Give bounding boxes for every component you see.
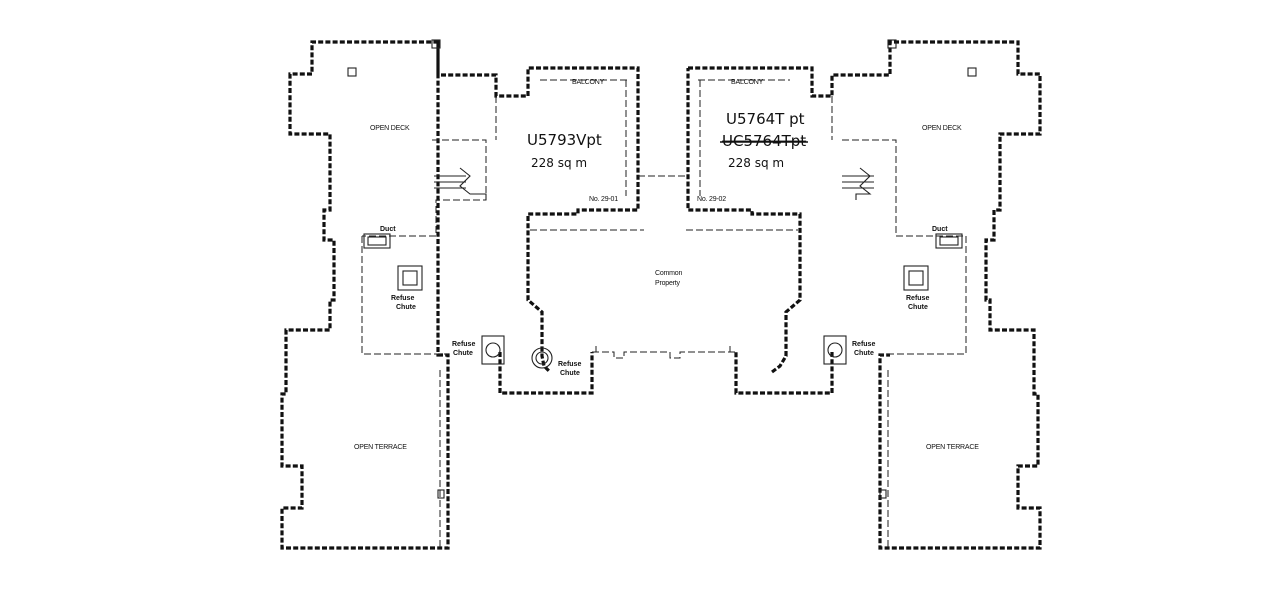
refuse-chute-label-2b: Chute — [908, 304, 928, 311]
refuse-chute-label-3b: Chute — [453, 350, 473, 357]
refuse-chute-label-4b: Chute — [560, 370, 580, 377]
right-unit-number: No. 29-02 — [697, 196, 726, 203]
refuse-chute-label-1b: Chute — [396, 304, 416, 311]
left-refuse-chute-box — [397, 265, 423, 291]
left-duct-box — [363, 233, 391, 249]
right-balcony-label: BALCONY — [731, 79, 764, 86]
right-chute-box-2 — [823, 335, 847, 365]
left-unit-outer-wall — [280, 40, 640, 550]
refuse-chute-label-4a: Refuse — [558, 361, 581, 368]
common-property-label-a: Common — [655, 270, 683, 277]
right-unit-outer-wall — [686, 40, 1042, 550]
refuse-chute-label-2a: Refuse — [906, 295, 929, 302]
left-balcony-label: BALCONY — [572, 79, 605, 86]
left-duct-label: Duct — [380, 226, 396, 233]
left-chute-box-2 — [481, 335, 505, 365]
common-property-label-b: Property — [655, 280, 681, 287]
right-duct-box — [935, 233, 963, 249]
left-chute-circle — [531, 347, 553, 369]
refuse-chute-label-3a: Refuse — [452, 341, 475, 348]
right-open-deck-label: OPEN DECK — [922, 125, 962, 132]
refuse-chute-label-5a: Refuse — [852, 341, 875, 348]
left-unit-number: No. 29-01 — [589, 196, 618, 203]
common-property-area — [530, 175, 798, 359]
right-open-terrace-label: OPEN TERRACE — [926, 444, 979, 451]
right-refuse-chute-box — [903, 265, 929, 291]
left-unit-code: U5793Vpt — [527, 131, 602, 149]
left-open-deck-label: OPEN DECK — [370, 125, 410, 132]
right-duct-label: Duct — [932, 226, 948, 233]
right-unit-code-struck: UC5764Tpt — [722, 132, 806, 150]
right-unit-area: 228 sq m — [728, 156, 784, 170]
refuse-chute-label-1a: Refuse — [391, 295, 414, 302]
right-unit-plan — [686, 39, 1042, 550]
refuse-chute-label-5b: Chute — [854, 350, 874, 357]
right-unit-code: U5764T pt — [726, 110, 805, 128]
left-unit-area: 228 sq m — [531, 156, 587, 170]
left-open-terrace-label: OPEN TERRACE — [354, 444, 407, 451]
left-unit-plan — [280, 39, 640, 550]
